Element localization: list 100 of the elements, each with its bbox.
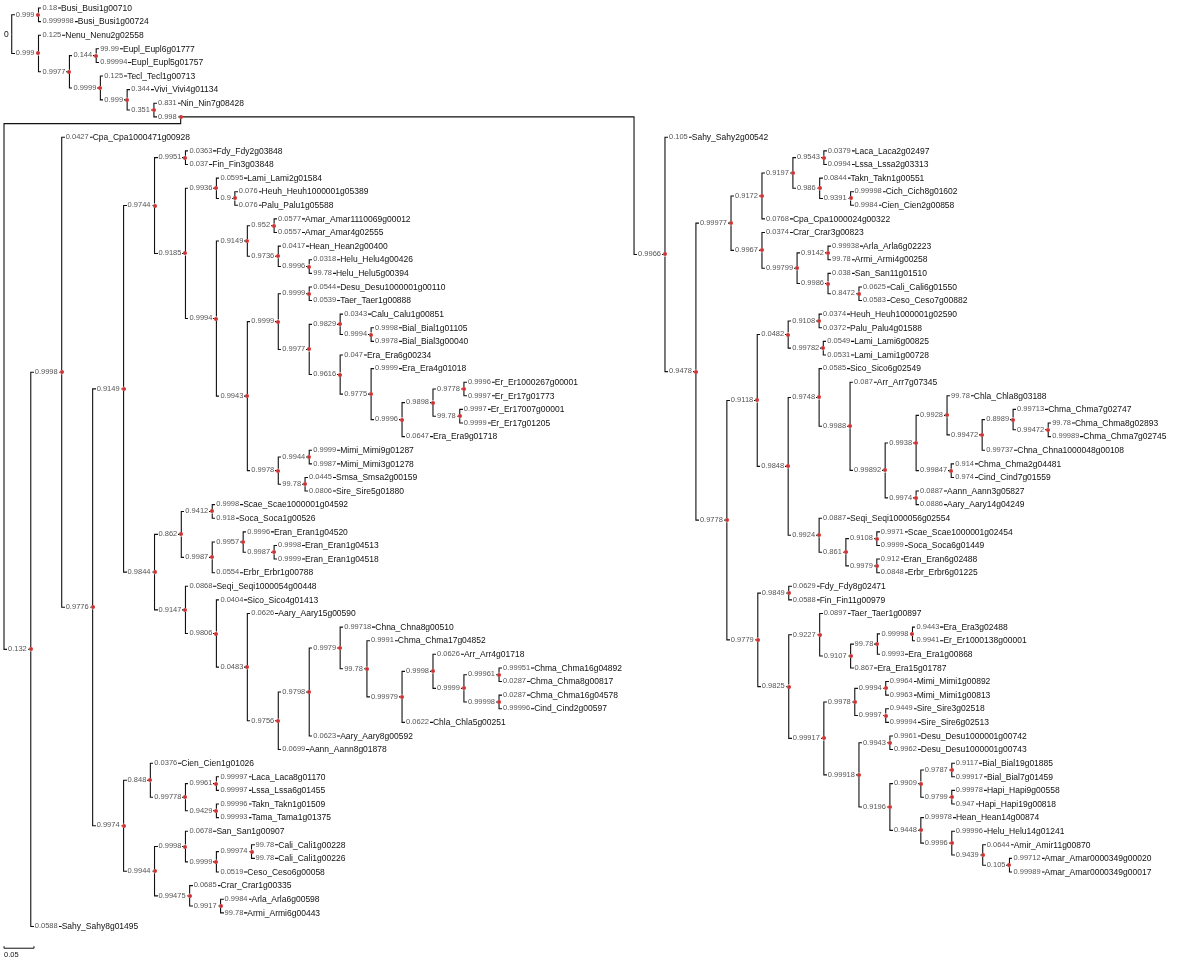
node-dot [214,316,219,321]
leaf-label: Cpa_Cpa1000024g00322 [792,213,891,225]
leaf-label: Aann_Aann3g05827 [947,485,1025,497]
node-dot [338,645,343,650]
leaf-label: Arla_Arla6g02223 [863,240,932,252]
leaf-label: Erbr_Erbr1g00788 [243,567,314,578]
leaf-label: Ceso_Ceso6g00058 [247,866,325,878]
leaf-label: Sire_Sire5g01880 [336,485,405,497]
leaf-label: Helu_Helu4g00426 [340,254,413,265]
leaf-label: Lami_Lami6g00825 [854,336,929,347]
leaf-label: Mimi_Mimi1g00813 [916,689,991,701]
tree-branch [3,118,182,650]
node-dot [729,221,733,226]
node-dot [980,853,985,857]
node-dot [245,239,250,243]
leaf-label: Eran_Eran1g04520 [274,526,348,538]
leaf-label: Cali_Cali6g01550 [889,281,957,293]
leaf-label: Laca_Laca8g01170 [251,771,326,783]
leaf-label: Amir_Amir11g00870 [1013,839,1091,851]
leaf-label: Palu_Palu1g05588 [261,200,334,211]
node-dot [148,778,153,783]
leaf-label: Chma_Chma8g00817 [529,676,614,687]
leaf-label: Armi_Armi6g00443 [247,907,321,919]
leaf-label: Taer_Taer1g00897 [850,608,922,619]
node-dot [152,203,157,208]
leaf-label: Cich_Cich8g01602 [885,186,958,197]
node-dot [307,291,312,296]
leaf-label: Eran_Eran1g04513 [305,540,379,551]
node-dot [755,637,760,642]
leaf-label: Busi_Busi1g00710 [61,2,132,14]
leaf-label: Sire_Sire6g02513 [920,717,989,728]
leaf-label: Era_Era1g00868 [908,649,973,660]
leaf-label: Sahy_Sahy2g00542 [691,132,769,143]
node-dot [980,432,985,437]
node-dot [786,591,791,596]
node-dot [430,669,435,674]
node-dot [94,53,99,58]
leaf-label: Lssa_Lssa2g03313 [854,159,929,170]
node-dot [461,686,466,691]
node-dot [179,532,184,537]
node-dot [914,441,919,445]
node-dot [369,392,374,397]
leaf-label: Eupl_Eupl6g01777 [122,43,195,55]
tree-branch [211,512,240,519]
leaf-label: Chma_Chma16g04892 [534,662,623,674]
leaf-label: Era_Era15g01787 [877,662,947,674]
leaf-label: Calu_Calu1g00851 [371,308,444,320]
leaf-label: Eupl_Eupl5g01757 [131,57,204,68]
node-dot [125,97,130,102]
leaf-label: Bial_Bial1g01105 [402,322,468,333]
leaf-label: Er_Er17g01205 [490,417,551,429]
node-dot [276,254,281,259]
leaf-label: Cali_Cali1g00228 [278,839,346,851]
node-dot [307,455,312,459]
node-dot [187,893,192,898]
node-dot [364,666,369,671]
leaf-label: Chna_Chna1000048g00108 [1017,444,1125,456]
node-dot [887,740,892,745]
leaf-label: Chma_Chma2g04481 [977,458,1062,470]
leaf-label: Era_Era3g02488 [943,621,1008,633]
leaf-label: Laca_Laca2g02497 [854,145,930,157]
leaf-label: Smsa_Smsa2g00159 [336,472,418,483]
leaf-label: Vivi_Vivi4g01134 [153,84,219,95]
node-dot [883,713,888,718]
node-dot [848,424,853,429]
leaf-label: Lami_Lami2g01584 [247,172,322,184]
tree-branch [92,608,123,827]
node-dot [183,251,188,256]
leaf-label: Cien_Cien1g01026 [181,757,255,769]
leaf-label: Cpa_Cpa1000471g00928 [92,132,190,143]
node-dot [67,69,72,74]
node-dot [918,828,923,833]
leaf-label: Chma_Chma17g04852 [397,635,486,646]
node-dot [241,540,246,545]
node-dot [945,413,950,418]
node-dot [338,322,343,327]
node-dot [755,398,760,403]
node-dot [276,468,281,473]
leaf-label: Desu_Desu1000001g00743 [920,744,1027,755]
node-dot [214,631,219,636]
node-dot [949,841,954,846]
node-dot [400,417,405,422]
node-dot [152,570,157,575]
node-dot [786,684,791,689]
node-dot [843,550,848,555]
node-dot [178,114,183,119]
node-dot [28,647,33,652]
leaf-label: Chma_Chma16g04578 [529,689,618,701]
node-dot [400,694,405,699]
leaf-label: Amar_Amar4g02555 [305,227,384,238]
leaf-label: Aann_Aann8g01878 [309,744,387,755]
leaf-label: Cind_Cind2g00597 [534,703,607,714]
node-dot [36,51,41,56]
node-dot [795,266,800,271]
leaf-label: Eran_Eran6g02488 [903,553,978,565]
leaf-label: Arla_Arla6g00598 [251,894,320,905]
leaf-label: Chla_Chla5g00251 [432,717,506,728]
leaf-label: Aary_Aary15g00590 [278,608,356,619]
node-dot [856,772,861,777]
leaf-label: Er_Er1000138g00001 [943,635,1027,646]
